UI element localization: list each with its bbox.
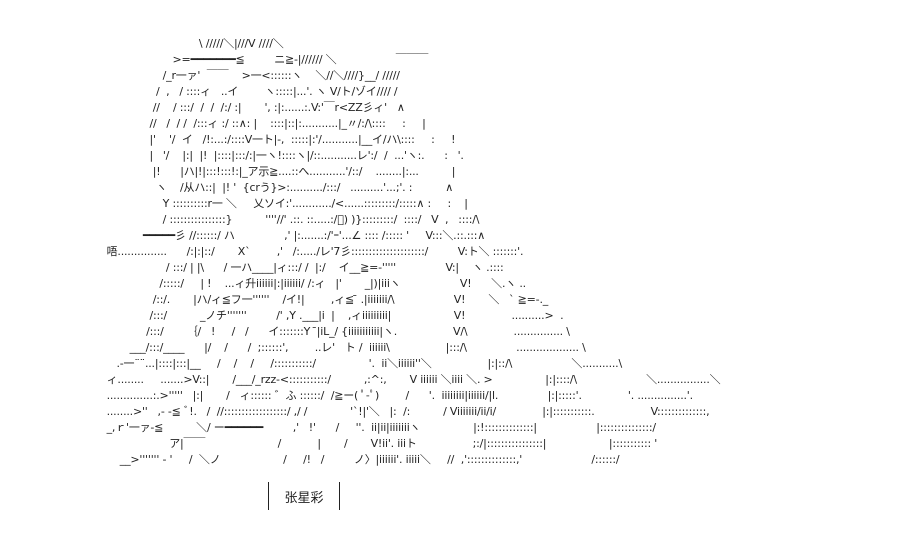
ascii-art: \ /////＼|///V ////＼ >=━━━━━━━≦ ニ≧-|/////… [106, 37, 721, 466]
name-label: 张星彩 [268, 482, 340, 510]
